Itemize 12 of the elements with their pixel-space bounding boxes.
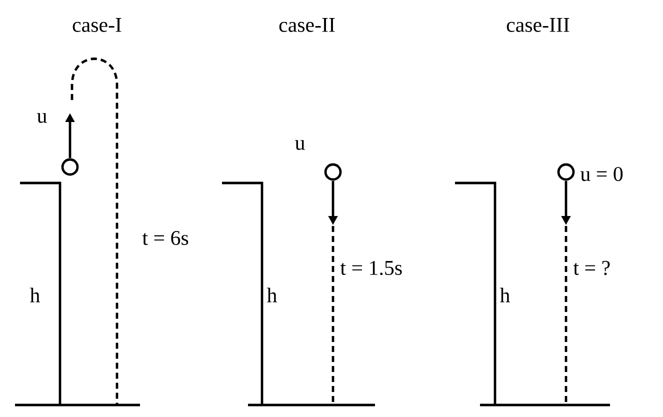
text-label: u bbox=[37, 113, 47, 123]
text-label: t = 1.5s bbox=[340, 260, 402, 276]
text-label: h bbox=[30, 288, 40, 302]
text-label: t = ? bbox=[573, 260, 610, 276]
text-label: case-III bbox=[506, 18, 570, 32]
text-label: t = 6s bbox=[142, 230, 188, 246]
text-label: h bbox=[500, 288, 510, 302]
text-label: h bbox=[266, 288, 277, 302]
text-label: case-II bbox=[279, 18, 335, 32]
text-label: u bbox=[295, 140, 305, 150]
text-label: case-I bbox=[72, 18, 122, 32]
text-label: u = 0 bbox=[580, 166, 623, 182]
